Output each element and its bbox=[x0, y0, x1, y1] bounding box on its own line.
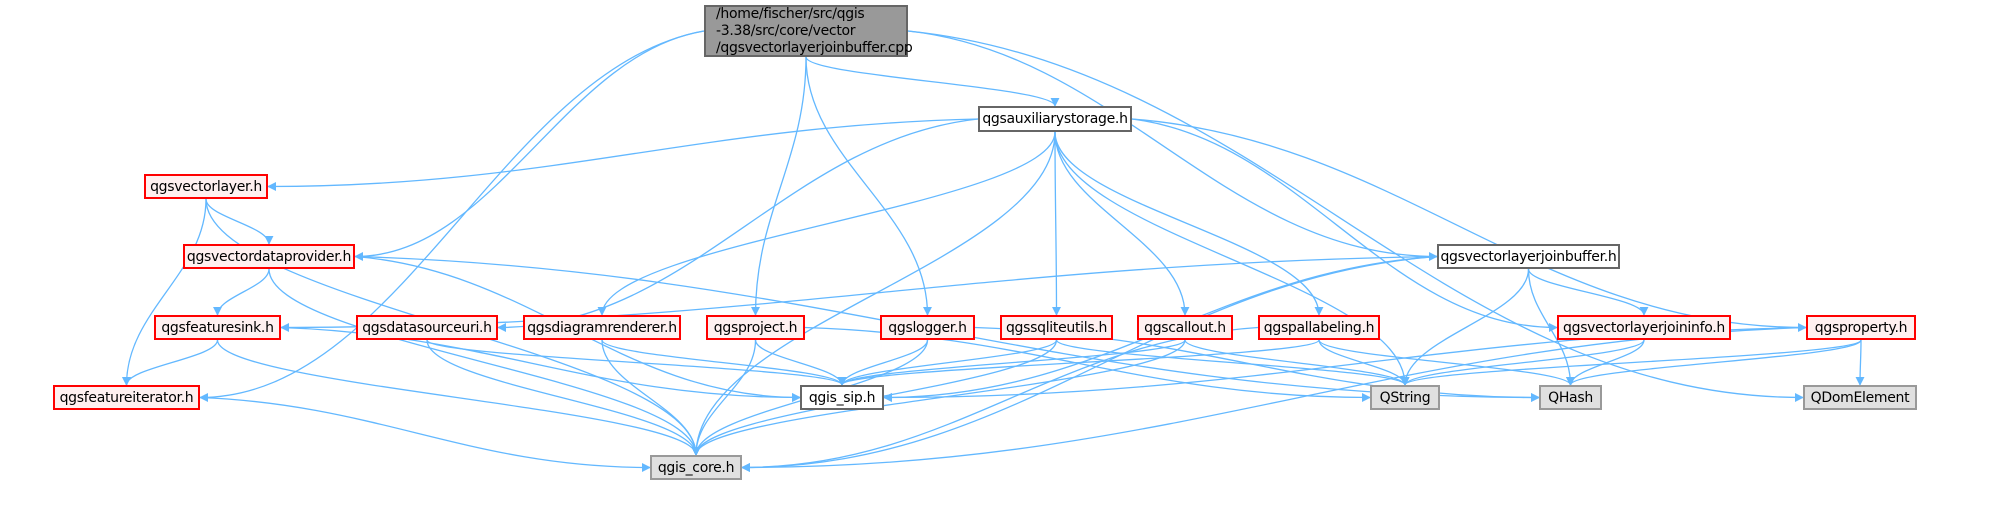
node-label: qgssqliteutils.h bbox=[1005, 319, 1108, 336]
edge-prop-to-core bbox=[741, 326, 1807, 473]
edge-prop-to-qstring bbox=[1400, 339, 1862, 386]
edge-fsink-to-fiter bbox=[121, 339, 219, 386]
edge-aux-to-dsuri bbox=[497, 118, 979, 333]
edge-prop-to-qhash bbox=[1566, 339, 1862, 386]
node-sqlite[interactable]: qgssqliteutils.h bbox=[1000, 315, 1113, 340]
edge-dsuri-to-core bbox=[426, 339, 701, 456]
node-diag[interactable]: qgsdiagramrenderer.h bbox=[523, 315, 681, 340]
node-label: QDomElement bbox=[1810, 389, 1910, 406]
node-prop[interactable]: qgsproperty.h bbox=[1806, 315, 1916, 340]
edge-jbuf-to-core bbox=[741, 255, 1438, 473]
node-qhash[interactable]: QHash bbox=[1539, 385, 1602, 410]
node-label: qgsfeatureiterator.h bbox=[59, 389, 194, 406]
edge-callout-to-sip bbox=[837, 339, 1186, 386]
node-aux[interactable]: qgsauxiliarystorage.h bbox=[978, 106, 1132, 132]
edge-proj-to-core bbox=[691, 339, 757, 456]
edge-vlayer-to-vdp bbox=[205, 198, 274, 245]
edge-aux-to-sqlite bbox=[1051, 131, 1062, 316]
node-label: qgsvectorlayer.h bbox=[150, 178, 262, 195]
edge-root-to-logger bbox=[805, 56, 933, 316]
root-line-3: /qgsvectorlayerjoinbuffer.cpp bbox=[716, 39, 913, 56]
node-label: QHash bbox=[1548, 389, 1593, 406]
node-label: qgsdatasourceuri.h bbox=[362, 319, 492, 336]
edge-root-to-proj bbox=[750, 56, 807, 316]
node-label: qgsvectorlayerjoininfo.h bbox=[1563, 319, 1725, 336]
edge-sqlite-to-sip bbox=[837, 339, 1058, 386]
node-label: qgslogger.h bbox=[888, 319, 967, 336]
node-label: qgis_sip.h bbox=[808, 389, 876, 406]
edge-root-to-jbuf bbox=[907, 30, 1438, 262]
node-fiter[interactable]: qgsfeatureiterator.h bbox=[53, 385, 200, 410]
node-vlayer[interactable]: qgsvectorlayer.h bbox=[144, 174, 268, 199]
edge-jbuf-to-jinfo bbox=[1527, 268, 1649, 316]
edge-fiter-to-core bbox=[199, 396, 651, 473]
node-jbuf[interactable]: qgsvectorlayerjoinbuffer.h bbox=[1437, 244, 1620, 269]
edge-vdp-to-fsink bbox=[212, 268, 270, 316]
node-label: qgsproject.h bbox=[713, 319, 798, 336]
node-pal[interactable]: qgspallabeling.h bbox=[1258, 315, 1380, 340]
node-label: qgsvectordataprovider.h bbox=[186, 248, 352, 265]
root-line-2: -3.38/src/core/vector bbox=[716, 22, 856, 39]
edge-pal-to-qhash bbox=[1318, 339, 1575, 386]
edge-sqlite-to-qstring bbox=[1055, 339, 1410, 386]
edge-diag-to-sip bbox=[601, 339, 847, 386]
node-qstring[interactable]: QString bbox=[1370, 385, 1440, 410]
node-core[interactable]: qgis_core.h bbox=[650, 455, 742, 480]
node-label: qgis_core.h bbox=[657, 459, 735, 476]
node-label: qgsdiagramrenderer.h bbox=[527, 319, 677, 336]
node-label: qgsproperty.h bbox=[1814, 319, 1908, 336]
node-label: qgscallout.h bbox=[1144, 319, 1226, 336]
edge-aux-to-qstring bbox=[1054, 131, 1410, 386]
edge-prop-to-qdom bbox=[1855, 339, 1865, 386]
node-fsink[interactable]: qgsfeaturesink.h bbox=[154, 315, 281, 340]
node-jinfo[interactable]: qgsvectorlayerjoininfo.h bbox=[1557, 315, 1731, 340]
node-sip[interactable]: qgis_sip.h bbox=[800, 385, 884, 410]
node-callout[interactable]: qgscallout.h bbox=[1137, 315, 1233, 340]
edge-jbuf-to-qstring bbox=[1400, 268, 1530, 386]
root-line-1: /home/fischer/src/qgis bbox=[716, 5, 865, 22]
node-label: qgsvectorlayerjoinbuffer.h bbox=[1440, 248, 1617, 265]
edge-aux-to-diag bbox=[597, 131, 1056, 316]
edge-root-to-vdp bbox=[354, 30, 705, 262]
node-label: qgspallabeling.h bbox=[1263, 319, 1375, 336]
edge-jbuf-to-qhash bbox=[1527, 268, 1576, 386]
edge-vlayer-to-fiter bbox=[121, 198, 207, 386]
node-dsuri[interactable]: qgsdatasourceuri.h bbox=[356, 315, 498, 340]
edge-pal-to-sip bbox=[837, 339, 1320, 386]
node-logger[interactable]: qgslogger.h bbox=[880, 315, 975, 340]
edge-root-to-aux bbox=[805, 56, 1060, 107]
edge-aux-to-vlayer bbox=[267, 118, 979, 192]
edge-fsink-to-core bbox=[216, 339, 701, 456]
node-qdom[interactable]: QDomElement bbox=[1803, 385, 1917, 410]
edge-jinfo-to-qstring bbox=[1400, 339, 1645, 386]
edge-dsuri-to-sip bbox=[426, 339, 847, 386]
node-label: qgsauxiliarystorage.h bbox=[982, 111, 1128, 127]
edge-logger-to-sip bbox=[837, 339, 929, 386]
edge-root-to-fiter bbox=[199, 30, 705, 403]
node-vdp[interactable]: qgsvectordataprovider.h bbox=[183, 244, 355, 269]
node-proj[interactable]: qgsproject.h bbox=[706, 315, 805, 340]
edge-aux-to-pal bbox=[1054, 131, 1324, 316]
edge-root-to-qdom bbox=[907, 30, 1804, 403]
node-label: qgsfeaturesink.h bbox=[161, 319, 274, 336]
node-label: QString bbox=[1379, 389, 1431, 406]
root-file-node[interactable]: /home/fischer/src/qgis -3.38/src/core/ve… bbox=[704, 5, 913, 57]
edge-diag-to-core bbox=[601, 339, 701, 456]
edge-aux-to-callout bbox=[1054, 131, 1190, 316]
edge-aux-to-jinfo bbox=[1131, 118, 1558, 333]
edge-vdp-to-core bbox=[268, 268, 701, 456]
